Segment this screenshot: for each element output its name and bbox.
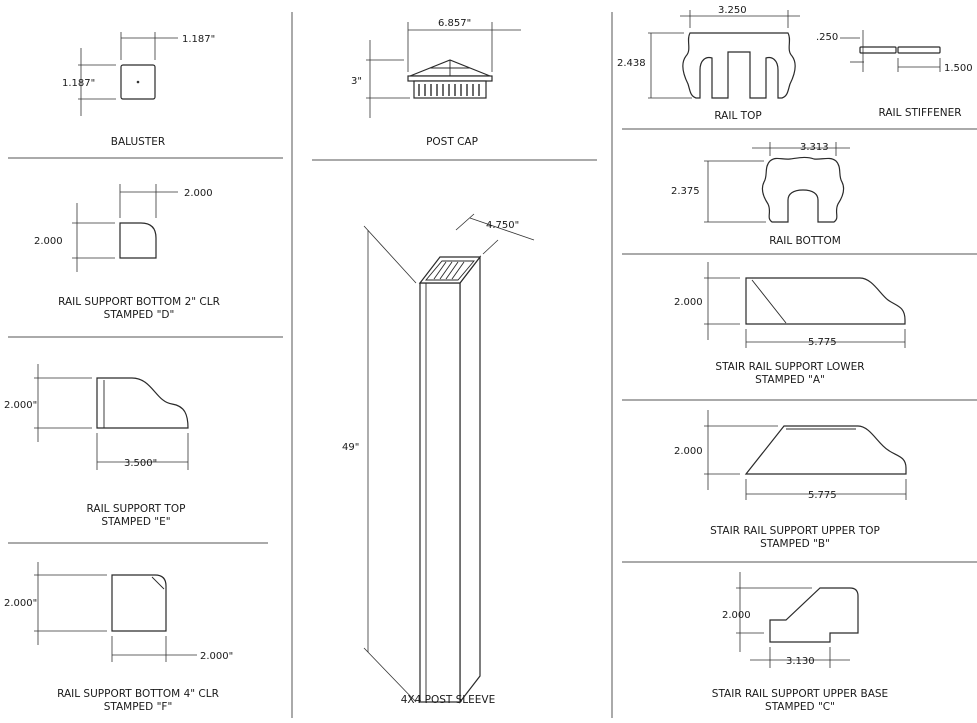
rail-stiffener-end-view <box>859 46 897 54</box>
rail-support-bottom-4-height-dim: 2.000" <box>4 598 37 609</box>
post-cap-height-dim: 3" <box>351 76 362 87</box>
baluster-width-dim: 1.187" <box>182 34 215 45</box>
baluster-center-mark <box>136 80 140 84</box>
rail-support-bottom-2-height-dim: 2.000 <box>34 236 63 247</box>
rail-bottom-width-dim: 3.313 <box>800 142 829 153</box>
stair-upper-top-label-line1: STAIR RAIL SUPPORT UPPER TOP <box>710 525 880 537</box>
post-sleeve-front <box>419 282 461 703</box>
baluster-drawing: 1.187" 1.187" BALUSTER <box>62 32 215 148</box>
rail-support-bottom-4-profile <box>111 574 167 632</box>
baluster-height-dim: 1.187" <box>62 78 95 89</box>
rail-support-top-width-dim: 3.500" <box>124 458 157 469</box>
stair-upper-base-width-dim: 3.130 <box>786 656 815 667</box>
rail-top-label: RAIL TOP <box>714 110 761 122</box>
rail-bottom-height-dim: 2.375 <box>671 186 700 197</box>
rail-support-bottom-4-label-line1: RAIL SUPPORT BOTTOM 4" CLR <box>57 688 219 700</box>
rail-support-top-drawing: 2.000" 3.500" RAIL SUPPORT TOP STAMPED "… <box>4 364 189 528</box>
rail-stiffener-drawing: .250 1.500 RAIL STIFFENER <box>816 30 973 119</box>
stair-upper-top-label-line2: STAMPED "B" <box>760 538 830 550</box>
post-sleeve-height-dim: 49" <box>342 442 359 453</box>
stair-upper-base-label-line1: STAIR RAIL SUPPORT UPPER BASE <box>712 688 888 700</box>
stair-upper-base-height-dim: 2.000 <box>722 610 751 621</box>
stair-lower-drawing: 2.000 5.775 STAIR RAIL SUPPORT LOWER STA… <box>674 262 906 386</box>
rail-stiffener-width-dim: 1.500 <box>944 63 973 74</box>
rail-support-top-profile <box>96 377 189 429</box>
rail-support-top-height-dim: 2.000" <box>4 400 37 411</box>
post-sleeve-top <box>418 256 482 284</box>
post-cap-width-dim: 6.857" <box>438 18 471 29</box>
post-sleeve-width-dim: 4.750" <box>486 220 519 231</box>
stair-lower-profile <box>745 277 906 325</box>
rail-bottom-profile <box>761 156 845 223</box>
rail-top-profile <box>682 32 796 99</box>
rail-stiffener-label: RAIL STIFFENER <box>878 107 961 119</box>
rail-support-bottom-2-drawing: 2.000 2.000 RAIL SUPPORT BOTTOM 2" CLR S… <box>34 184 220 321</box>
stair-upper-base-drawing: 2.000 3.130 STAIR RAIL SUPPORT UPPER BAS… <box>712 572 888 713</box>
stair-lower-height-dim: 2.000 <box>674 297 703 308</box>
baluster-label: BALUSTER <box>111 136 165 148</box>
rail-top-width-dim: 3.250 <box>718 5 747 16</box>
post-sleeve-label: 4X4 POST SLEEVE <box>401 694 496 706</box>
rail-support-bottom-4-drawing: 2.000" 2.000" RAIL SUPPORT BOTTOM 4" CLR… <box>4 562 233 713</box>
stair-upper-base-profile <box>769 587 859 643</box>
rail-support-bottom-2-label-line1: RAIL SUPPORT BOTTOM 2" CLR <box>58 296 220 308</box>
post-cap-drawing: 6.857" 3" POST CAP <box>351 18 521 148</box>
stair-lower-label-line2: STAMPED "A" <box>755 374 825 386</box>
rail-support-bottom-2-profile <box>119 222 157 259</box>
rail-support-bottom-4-label-line2: STAMPED "F" <box>104 701 173 713</box>
post-cap-ribs <box>418 84 480 96</box>
stair-upper-top-profile <box>744 425 907 475</box>
post-sleeve-grooves <box>433 261 465 280</box>
rail-top-height-dim: 2.438 <box>617 58 646 69</box>
rail-support-bottom-2-width-dim: 2.000 <box>184 188 213 199</box>
stair-lower-width-dim: 5.775 <box>808 337 837 348</box>
rail-support-bottom-2-label-line2: STAMPED "D" <box>104 309 175 321</box>
stair-upper-top-height-dim: 2.000 <box>674 446 703 457</box>
rail-stiffener-thickness-dim: .250 <box>816 32 838 43</box>
post-cap-label: POST CAP <box>426 136 478 148</box>
rail-support-bottom-4-width-dim: 2.000" <box>200 651 233 662</box>
post-cap-skirt <box>413 80 487 99</box>
rail-top-drawing: 3.250 2.438 RAIL TOP <box>617 5 800 122</box>
rail-support-top-label-line2: STAMPED "E" <box>101 516 170 528</box>
stair-upper-top-drawing: 2.000 5.775 STAIR RAIL SUPPORT UPPER TOP… <box>674 410 907 550</box>
post-cap-rim <box>407 75 493 82</box>
stair-upper-base-label-line2: STAMPED "C" <box>765 701 835 713</box>
stair-lower-label-line1: STAIR RAIL SUPPORT LOWER <box>715 361 864 373</box>
post-sleeve-drawing: 4.750" 49" 4X4 POST SLEEVE <box>342 213 535 706</box>
post-sleeve-side <box>459 255 481 704</box>
rail-bottom-drawing: 3.313 2.375 RAIL BOTTOM <box>671 142 850 247</box>
rail-bottom-label: RAIL BOTTOM <box>769 235 841 247</box>
stair-upper-top-width-dim: 5.775 <box>808 490 837 501</box>
rail-stiffener-side-view <box>897 46 941 54</box>
rail-support-top-label-line1: RAIL SUPPORT TOP <box>87 503 186 515</box>
